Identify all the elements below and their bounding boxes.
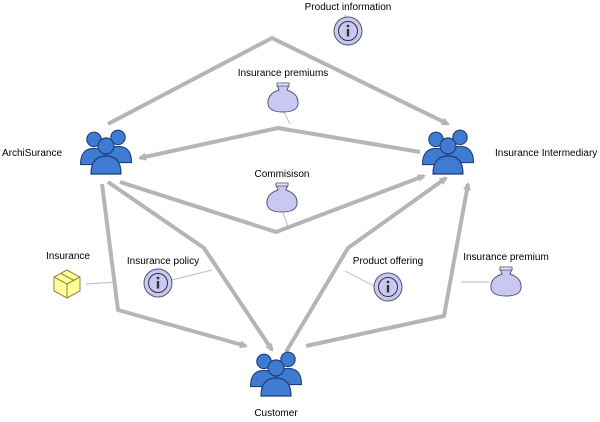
object-insurance-premiums[interactable]	[267, 82, 299, 113]
object-insurance-premium[interactable]	[490, 266, 522, 297]
flow-archisurance-to-intermediary-bottom	[119, 174, 426, 234]
actor-label-archisurance: ArchiSurance	[2, 148, 62, 159]
actor-customer[interactable]	[251, 352, 302, 396]
actor-group-icon	[423, 130, 474, 174]
actor-insurance-intermediary[interactable]	[423, 130, 474, 174]
label-product-offering: Product offering	[353, 256, 423, 267]
money-bag-icon	[266, 182, 298, 213]
assoc-insurance-premiums	[283, 111, 291, 125]
actor-group-icon	[81, 130, 132, 174]
label-insurance-policy: Insurance policy	[127, 256, 199, 267]
object-commission[interactable]	[266, 182, 298, 213]
assoc-product-offering	[344, 270, 375, 287]
product-insurance[interactable]	[53, 269, 81, 299]
product-cube-icon	[53, 269, 81, 299]
info-icon	[373, 272, 403, 302]
assoc-insurance-policy	[171, 269, 213, 281]
actor-label-customer: Customer	[254, 408, 298, 419]
flow-intermediary-to-archisurance	[138, 126, 421, 161]
info-icon	[333, 16, 363, 46]
label-insurance: Insurance	[46, 251, 90, 262]
flow-lines	[100, 36, 471, 354]
object-insurance-policy[interactable]	[143, 268, 173, 298]
label-insurance-premium: Insurance premium	[463, 252, 549, 263]
label-commission: Commisison	[254, 169, 309, 180]
label-product-information: Product information	[305, 2, 392, 13]
flow-archisurance-to-intermediary-top	[107, 36, 450, 126]
info-icon	[143, 268, 173, 298]
actor-label-insurance-intermediary: Insurance Intermediary	[495, 148, 597, 159]
actor-group-icon	[251, 352, 302, 396]
money-bag-icon	[267, 82, 299, 113]
flow-customer-to-intermediary-right	[305, 182, 471, 348]
assoc-insurance	[85, 281, 117, 285]
assoc-commission	[282, 212, 289, 228]
actor-archisurance[interactable]	[81, 130, 132, 174]
flow-archisurance-to-customer-left	[100, 183, 248, 349]
flow-archisurance-to-customer-center	[106, 180, 274, 352]
money-bag-icon	[490, 266, 522, 297]
label-insurance-premiums: Insurance premiums	[238, 68, 329, 79]
object-product-information[interactable]	[333, 16, 363, 46]
object-product-offering[interactable]	[373, 272, 403, 302]
flow-customer-to-intermediary-center	[284, 176, 448, 354]
